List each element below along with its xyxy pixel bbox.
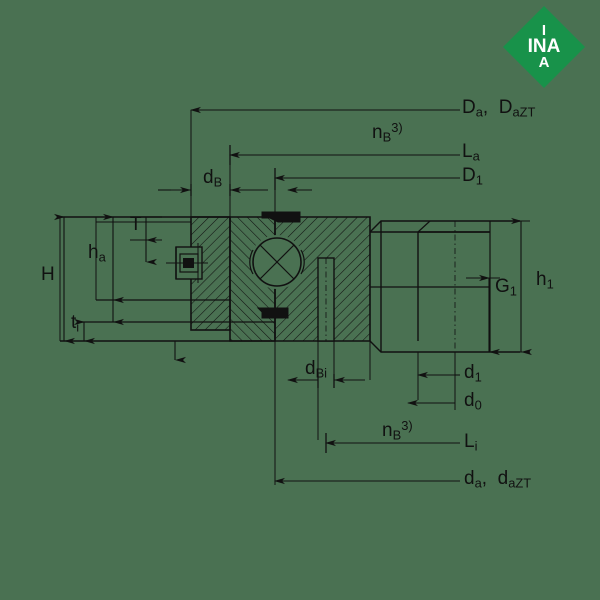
label-D1: D1 — [462, 165, 483, 188]
label-T: T — [130, 214, 142, 235]
dimension-Li — [325, 433, 460, 453]
label-G1: G1 — [495, 276, 517, 299]
label-Da-DaZT: Da, DaZT — [462, 97, 536, 120]
grease-nipple — [166, 243, 208, 283]
seal-upper — [261, 211, 301, 223]
seal-lower — [256, 307, 289, 319]
label-ha: ha — [88, 242, 106, 265]
dimension-dBi — [287, 374, 365, 388]
logo-line-1: I — [541, 22, 547, 40]
label-ti: ti — [71, 312, 80, 335]
dimension-La — [229, 145, 460, 165]
dimension-G1 — [466, 274, 500, 356]
dimension-ti — [74, 300, 186, 364]
label-La: La — [462, 141, 480, 164]
dimension-D1 — [274, 168, 460, 190]
logo-text: I INA A — [503, 6, 585, 88]
ina-logo: I INA A — [502, 5, 586, 89]
label-Li: Li — [464, 431, 478, 454]
dimension-dB — [158, 184, 312, 196]
label-h1: h1 — [536, 269, 554, 292]
ball-rolling-element — [252, 237, 302, 287]
label-dB: dB — [203, 167, 223, 190]
logo-line-2: INA — [527, 36, 561, 58]
mounting-bolt-hole — [317, 257, 335, 342]
label-d0: d0 — [464, 390, 482, 413]
label-d1: d1 — [464, 362, 482, 385]
label-nB-bottom: nB3) — [382, 418, 413, 443]
logo-line-3: A — [538, 53, 550, 71]
label-nB-top: nB3) — [372, 120, 403, 145]
label-H: H — [41, 264, 55, 285]
dimension-T — [130, 216, 162, 266]
label-dBi: dBi — [305, 358, 328, 381]
label-da-daZT: da, daZT — [464, 468, 532, 491]
